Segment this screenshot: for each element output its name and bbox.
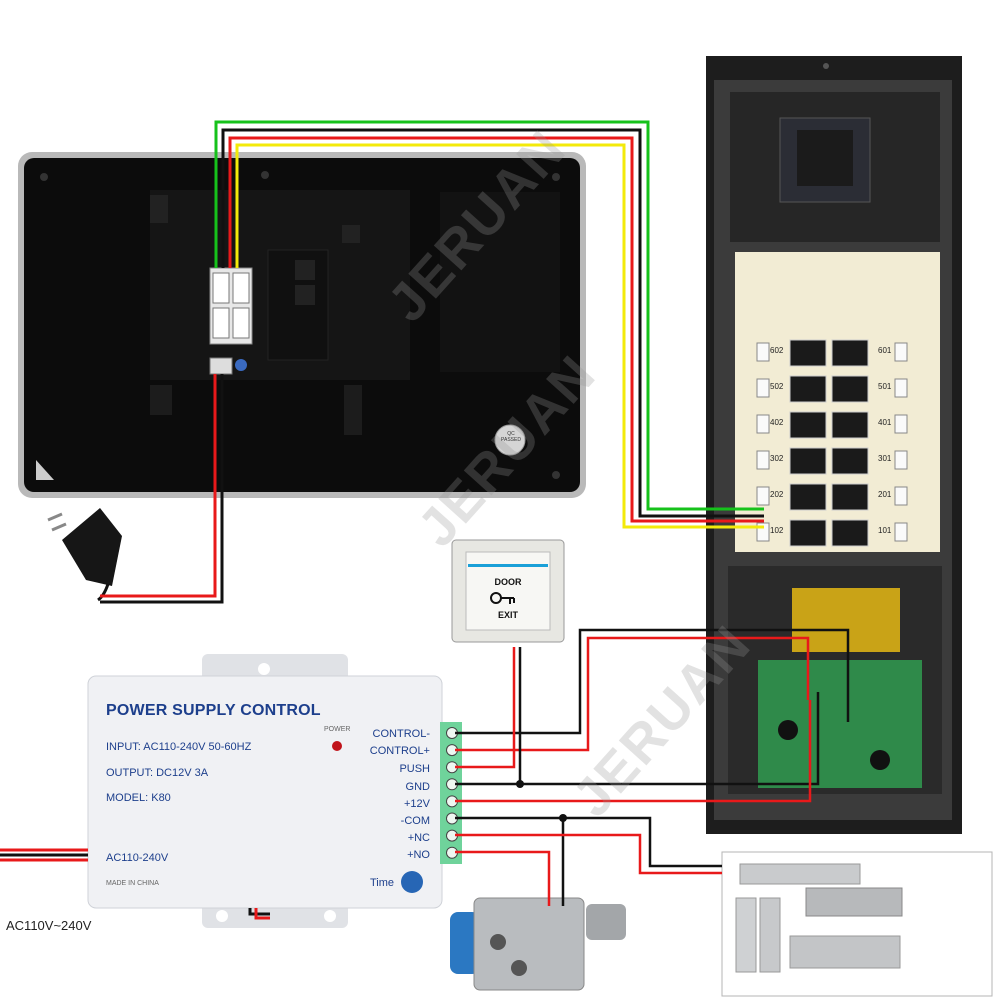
apartment-label: 401 [878, 418, 892, 427]
call-button-connector [894, 450, 908, 470]
electric-lock [450, 897, 626, 991]
exit-button-line2: EXIT [497, 610, 518, 620]
mains-voltage-label: AC110V~240V [6, 918, 92, 933]
apartment-label: 601 [878, 346, 892, 355]
call-button-connector [756, 342, 770, 362]
wire-12 [455, 816, 722, 868]
relay-module [831, 375, 869, 403]
psu-time-label: Time [370, 877, 395, 889]
terminal-label: CONTROL- [372, 728, 430, 740]
wire-3 [235, 143, 764, 529]
junction-dots [516, 780, 567, 822]
terminal-label: PUSH [399, 763, 430, 775]
terminal-block [446, 727, 458, 859]
wire-14 [455, 833, 722, 875]
apartment-label: 301 [878, 454, 892, 463]
call-button-connector [756, 378, 770, 398]
terminal-label: GND [405, 781, 430, 793]
psu-ac-label: AC110-240V [106, 852, 169, 864]
wire-0 [214, 120, 764, 511]
terminal-label: +NO [407, 849, 430, 861]
wire-8 [455, 647, 516, 769]
relay-board [756, 339, 908, 547]
call-button-connector [756, 414, 770, 434]
psu-input-spec: INPUT: AC110-240V 50-60HZ [106, 741, 252, 753]
qc-sticker: QC PASSED [501, 431, 521, 443]
relay-module [789, 411, 827, 439]
apartment-label: 102 [770, 526, 784, 535]
psu-model: MODEL: K80 [106, 792, 171, 804]
wire-20 [254, 908, 270, 920]
wire-1 [221, 128, 764, 518]
wire-11 [455, 700, 812, 803]
relay-module [831, 447, 869, 475]
wire-7 [455, 636, 810, 752]
apartment-label: 101 [878, 526, 892, 535]
wire-5 [100, 374, 224, 604]
apartment-label: 201 [878, 490, 892, 499]
call-button-connector [894, 378, 908, 398]
call-button-connector [894, 486, 908, 506]
call-button-connector [756, 486, 770, 506]
terminal-label: -COM [400, 815, 430, 827]
relay-module [789, 519, 827, 547]
relay-module [831, 483, 869, 511]
power-supply [87, 654, 462, 928]
relay-module [789, 339, 827, 367]
wire-10 [455, 692, 820, 786]
call-button-connector [894, 342, 908, 362]
apartment-label: 501 [878, 382, 892, 391]
apartment-label: 202 [770, 490, 784, 499]
wire-6 [455, 628, 850, 735]
wire-15 [455, 850, 551, 906]
lock-accessories [721, 851, 993, 997]
call-button-connector [894, 522, 908, 542]
indoor-monitor [18, 152, 586, 498]
apartment-label: 402 [770, 418, 784, 427]
terminal-label: CONTROL+ [369, 745, 430, 757]
relay-module [789, 483, 827, 511]
wall-adapter [47, 508, 122, 602]
wire-4 [100, 374, 217, 598]
call-button-connector [756, 450, 770, 470]
terminal-label: +12V [404, 798, 430, 810]
relay-module [789, 375, 827, 403]
power-led-label: POWER [324, 726, 351, 733]
psu-made-in: MADE IN CHINA [106, 880, 159, 887]
psu-title: POWER SUPPLY CONTROL [106, 702, 321, 719]
relay-module [789, 447, 827, 475]
relay-module [831, 411, 869, 439]
apartment-label: 302 [770, 454, 784, 463]
door-station [706, 56, 962, 834]
relay-module [831, 339, 869, 367]
apartment-label: 502 [770, 382, 784, 391]
exit-button-line1: DOOR [494, 577, 522, 587]
wire-19 [248, 908, 270, 916]
exit-button [451, 539, 565, 643]
apartment-label: 602 [770, 346, 784, 355]
call-button-connector [894, 414, 908, 434]
wiring [0, 120, 850, 920]
relay-module [831, 519, 869, 547]
terminal-label: +NC [407, 832, 430, 844]
wire-2 [228, 136, 764, 523]
psu-output-spec: OUTPUT: DC12V 3A [106, 767, 209, 779]
